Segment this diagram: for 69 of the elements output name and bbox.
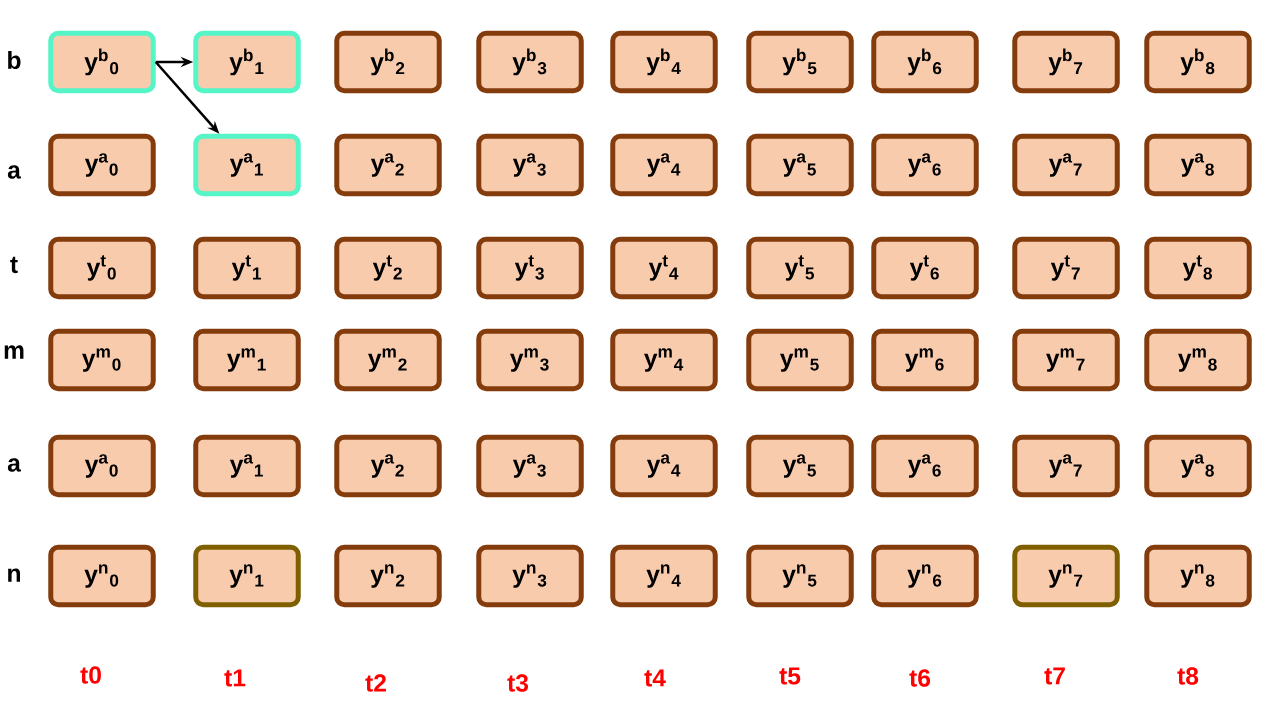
variable-box: y$^{b}$4 bbox=[610, 30, 718, 94]
variable-box: y$^{n}$6 bbox=[871, 544, 979, 608]
variable-box: y$^{b}$7 bbox=[1012, 30, 1120, 94]
time-label: t5 bbox=[779, 667, 801, 685]
variable-box: y$^{n}$0 bbox=[48, 544, 156, 608]
variable-box: y$^{a}$3 bbox=[476, 133, 584, 197]
variable-box: y$^{a}$4 bbox=[610, 434, 718, 498]
variable-box: y$^{a}$1 bbox=[193, 434, 301, 498]
variable-box: y$^{n}$7 bbox=[1012, 544, 1120, 608]
variable-box: y$^{n}$4 bbox=[610, 544, 718, 608]
variable-box: y$^{b}$1 bbox=[193, 30, 301, 94]
variable-box: y$^{a}$4 bbox=[610, 133, 718, 197]
time-label: t7 bbox=[1044, 667, 1065, 685]
variable-box: y$^{a}$6 bbox=[871, 133, 979, 197]
variable-box: y$^{m}$1 bbox=[193, 328, 301, 392]
variable-box: y$^{a}$5 bbox=[746, 133, 854, 197]
variable-box: y$^{b}$0 bbox=[48, 30, 156, 94]
variable-box: y$^{m}$3 bbox=[476, 328, 584, 392]
variable-box: y$^{m}$6 bbox=[871, 328, 979, 392]
variable-box: y$^{a}$3 bbox=[476, 434, 584, 498]
variable-box: y$^{t}$2 bbox=[334, 236, 442, 300]
variable-box: y$^{a}$0 bbox=[48, 434, 156, 498]
variable-box: y$^{b}$2 bbox=[334, 30, 442, 94]
variable-box: y$^{t}$7 bbox=[1012, 236, 1120, 300]
variable-box: y$^{a}$7 bbox=[1012, 434, 1120, 498]
variable-box: y$^{a}$8 bbox=[1144, 434, 1252, 498]
variable-box: y$^{t}$4 bbox=[610, 236, 718, 300]
variable-box: y$^{n}$5 bbox=[746, 544, 854, 608]
variable-box: y$^{b}$6 bbox=[871, 30, 979, 94]
variable-box: y$^{a}$2 bbox=[334, 434, 442, 498]
variable-box: y$^{a}$2 bbox=[334, 133, 442, 197]
variable-box: y$^{t}$8 bbox=[1144, 236, 1252, 300]
time-label: t6 bbox=[909, 669, 931, 687]
variable-box: y$^{n}$3 bbox=[476, 544, 584, 608]
variable-box: y$^{a}$1 bbox=[193, 133, 301, 197]
time-label: t0 bbox=[80, 666, 101, 684]
variable-box: y$^{b}$8 bbox=[1144, 30, 1252, 94]
row-label: b bbox=[8, 50, 21, 70]
variable-box: y$^{a}$7 bbox=[1012, 133, 1120, 197]
variable-box: y$^{m}$5 bbox=[746, 328, 854, 392]
variable-box: y$^{n}$2 bbox=[334, 544, 442, 608]
variable-box: y$^{a}$8 bbox=[1144, 133, 1252, 197]
variable-box: y$^{b}$3 bbox=[476, 30, 584, 94]
variable-box: y$^{m}$8 bbox=[1144, 328, 1252, 392]
variable-box: y$^{m}$0 bbox=[48, 328, 156, 392]
variable-box: y$^{m}$2 bbox=[334, 328, 442, 392]
variable-box: y$^{a}$5 bbox=[746, 434, 854, 498]
time-label: t8 bbox=[1177, 667, 1199, 685]
time-label: t4 bbox=[644, 669, 666, 687]
time-label: t3 bbox=[507, 674, 529, 692]
variable-box: y$^{n}$1 bbox=[193, 544, 301, 608]
variable-box: y$^{m}$7 bbox=[1012, 328, 1120, 392]
row-label: t bbox=[10, 256, 18, 274]
variable-box: y$^{t}$6 bbox=[871, 236, 979, 300]
variable-box: y$^{a}$0 bbox=[48, 133, 156, 197]
variable-box: y$^{t}$3 bbox=[476, 236, 584, 300]
variable-box: y$^{a}$6 bbox=[871, 434, 979, 498]
variable-box: y$^{m}$4 bbox=[610, 328, 718, 392]
time-label: t2 bbox=[365, 674, 386, 692]
variable-box: y$^{n}$8 bbox=[1144, 544, 1252, 608]
row-label: a bbox=[7, 165, 21, 179]
row-label: n bbox=[8, 568, 20, 582]
variable-box: y$^{t}$5 bbox=[746, 236, 854, 300]
row-label: a bbox=[7, 458, 21, 472]
variable-box: y$^{t}$1 bbox=[193, 236, 301, 300]
variable-box: y$^{t}$0 bbox=[48, 236, 156, 300]
row-label: m bbox=[4, 345, 24, 359]
time-label: t1 bbox=[224, 669, 246, 687]
variable-box: y$^{b}$5 bbox=[746, 30, 854, 94]
